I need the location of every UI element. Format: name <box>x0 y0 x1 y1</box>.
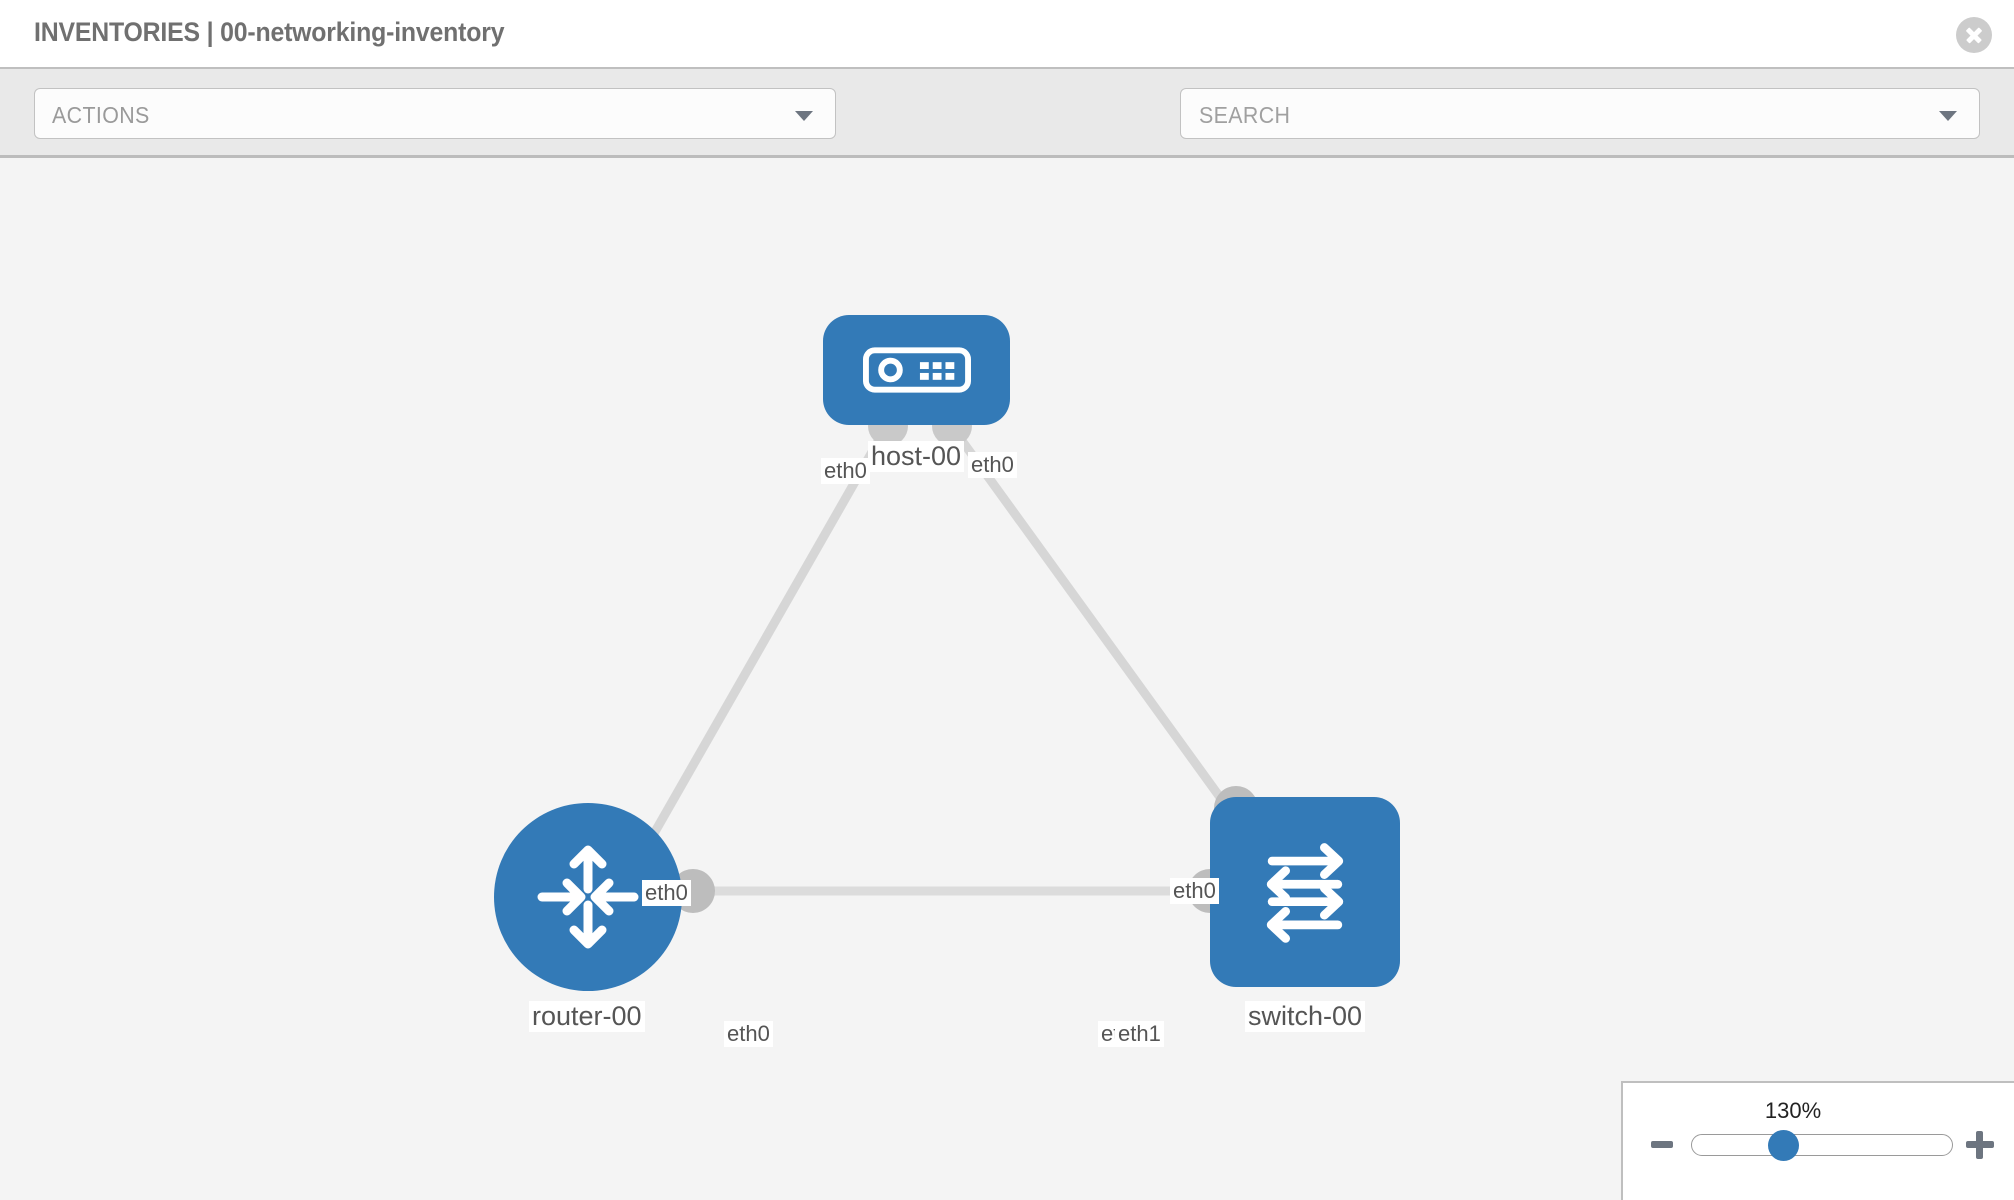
topology-links-layer <box>636 406 1258 913</box>
zoom-slider-thumb[interactable] <box>1768 1130 1799 1161</box>
interface-label: eth0 <box>642 880 691 906</box>
topology-node-host-00[interactable] <box>823 315 1010 425</box>
zoom-slider[interactable] <box>1691 1134 1953 1156</box>
topology-node-router-00[interactable] <box>494 803 682 991</box>
interface-label: eth0 <box>821 458 870 484</box>
chevron-down-icon <box>795 111 813 121</box>
interface-label: eth1 <box>1115 1021 1164 1047</box>
interface-label: eth0 <box>968 452 1017 478</box>
topology-node-switch-00[interactable] <box>1210 797 1400 987</box>
zoom-out-button[interactable] <box>1651 1141 1673 1148</box>
app-header: INVENTORIES | 00-networking-inventory <box>0 0 2014 69</box>
interface-label: eth0 <box>1170 878 1219 904</box>
close-icon[interactable] <box>1956 17 1992 53</box>
search-input[interactable]: SEARCH <box>1180 88 1980 139</box>
topology-node-label: switch-00 <box>1245 1001 1366 1033</box>
switch-arrows-icon <box>1266 843 1344 943</box>
zoom-in-button[interactable] <box>1966 1131 1994 1159</box>
breadcrumb: INVENTORIES | 00-networking-inventory <box>34 17 505 47</box>
zoom-level-value: 130% <box>1764 1098 1822 1123</box>
actions-dropdown-label: ACTIONS <box>52 102 150 128</box>
chevron-down-icon[interactable] <box>1939 111 1957 121</box>
interface-label: eth0 <box>724 1021 773 1047</box>
router-arrows-icon <box>537 845 639 949</box>
toolbar: ACTIONS SEARCH <box>0 69 2014 196</box>
actions-dropdown[interactable]: ACTIONS <box>34 88 836 139</box>
topology-canvas[interactable]: eth0 eth0 eth0 eth0 eth0 eth eth1 host-0… <box>0 158 2014 1200</box>
search-placeholder: SEARCH <box>1199 102 1291 128</box>
server-icon <box>862 347 971 393</box>
zoom-control-panel: 130% <box>1621 1081 2014 1200</box>
topology-node-label: host-00 <box>868 441 965 473</box>
topology-node-label: router-00 <box>529 1001 645 1033</box>
